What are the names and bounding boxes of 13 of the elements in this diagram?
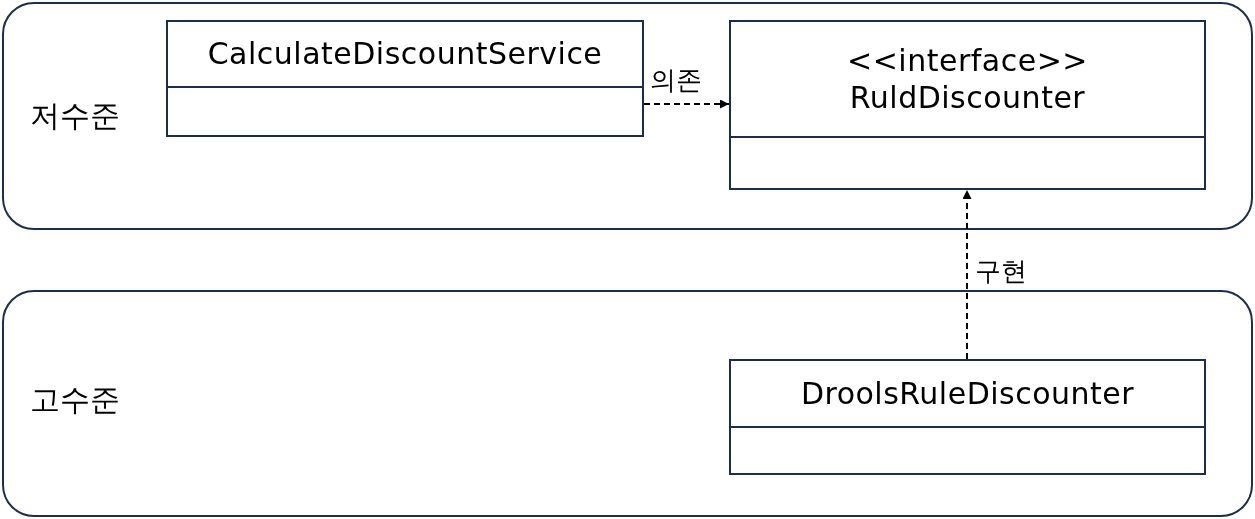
edge-label: 의존 [650, 66, 702, 95]
layer-label: 고수준 [30, 381, 120, 419]
class-name: <<interface>> RuldDiscounter [847, 41, 1088, 117]
class-name: CalculateDiscountService [207, 35, 603, 73]
layer-label: 저수준 [30, 97, 120, 135]
class-box [729, 20, 1206, 190]
class-box [166, 20, 644, 137]
layer-band [2, 2, 1253, 230]
class-box [729, 359, 1206, 475]
layer-band [2, 290, 1253, 517]
class-name: DroolsRuleDiscounter [800, 374, 1135, 413]
dependency-arrow [643, 99, 730, 109]
dependency-arrow [962, 189, 972, 360]
